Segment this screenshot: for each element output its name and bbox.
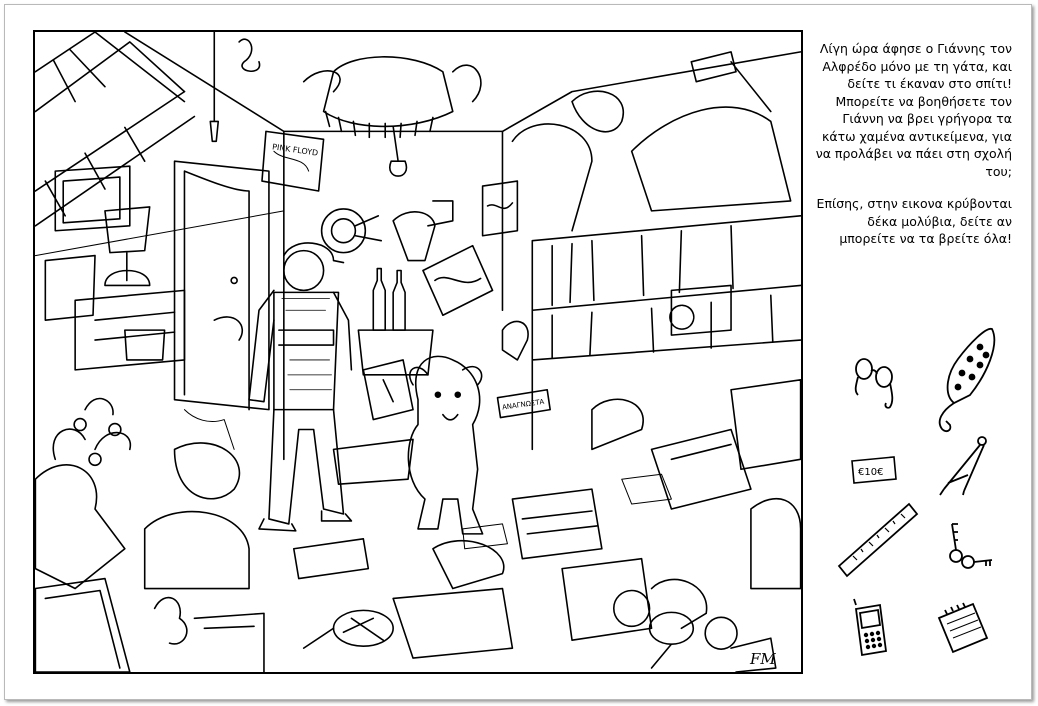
instructions-paragraph-2: Επίσης, στην εικονα κρύβονται δέκα μολύβ… [816,196,1012,246]
poster [261,130,325,192]
glasses-icon[interactable] [850,355,900,410]
banknote-label: €10€ [858,467,883,478]
ruler-icon[interactable] [835,500,920,580]
open-door [173,160,270,411]
keys-icon[interactable] [942,520,994,575]
oven-mitt-icon[interactable] [930,325,1000,435]
notepad-icon[interactable] [935,600,991,656]
instructions-panel: Λίγη ώρα άφησε ο Γιάννης τον Αλφρέδο μόν… [808,40,1012,248]
artist-signature: FM [750,650,776,668]
hidden-objects-legend: €10€ [830,325,1010,665]
dog [407,355,484,535]
compass-icon[interactable] [938,435,990,497]
instructions-paragraph-1: Λίγη ώρα άφησε ο Γιάννης τον Αλφρέδο μόν… [815,41,1012,179]
young-man [248,242,353,532]
mobile-phone-icon[interactable] [850,597,890,659]
banknote-icon[interactable]: €10€ [850,455,898,485]
messy-room-scene[interactable]: PINK FLOYD [33,30,803,674]
box-label: ΑΝΑΓΝΩΣΤΑ [502,398,545,412]
messy-room-illustration: PINK FLOYD [35,32,801,672]
poster-label: PINK FLOYD [272,142,319,157]
